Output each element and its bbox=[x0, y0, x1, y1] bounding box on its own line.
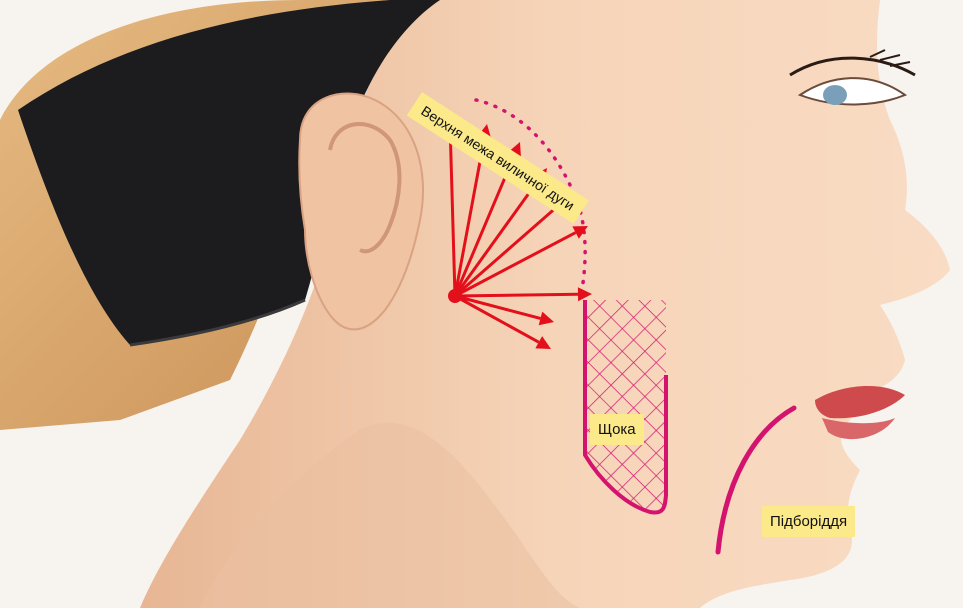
iris bbox=[823, 85, 847, 105]
cheek-label: Щока bbox=[590, 414, 644, 445]
chin-label: Підборіддя bbox=[762, 506, 855, 537]
lift-vector-7 bbox=[455, 294, 578, 296]
vector-origin bbox=[448, 289, 462, 303]
